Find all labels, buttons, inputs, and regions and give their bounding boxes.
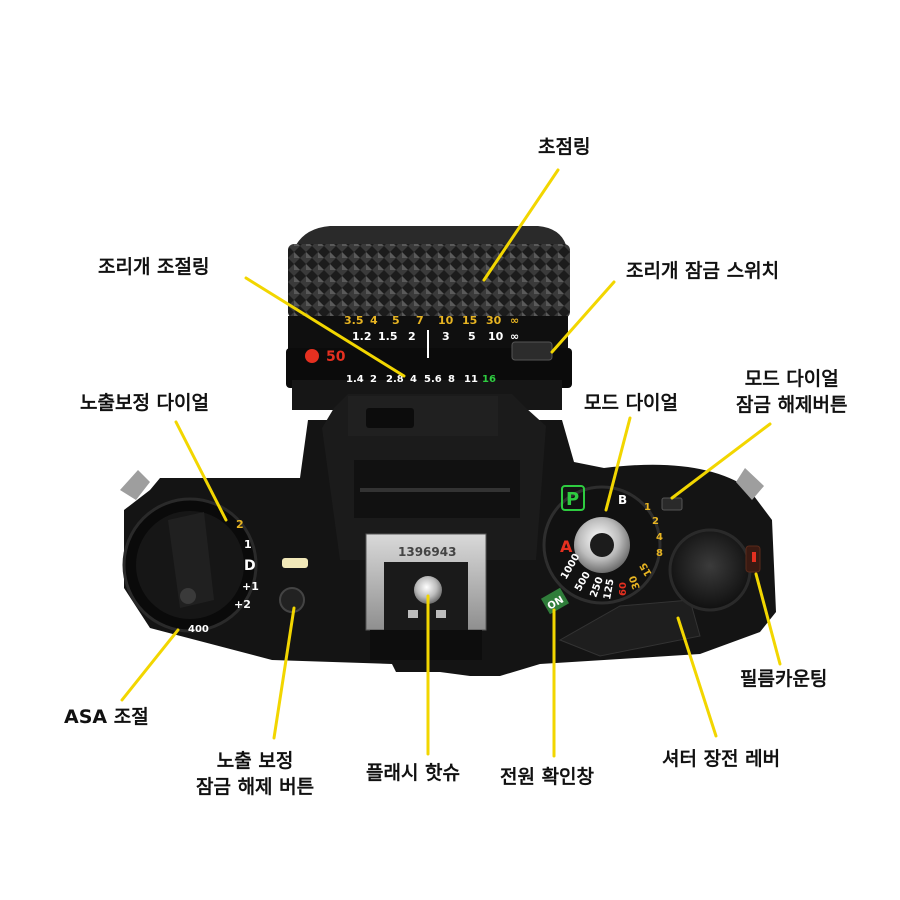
hot-shoe bbox=[365, 533, 487, 660]
shutter-speed-125: 125 bbox=[602, 578, 616, 601]
label-aperture-lock: 조리개 잠금 스위치 bbox=[626, 260, 780, 282]
shutter-speed-8: 8 bbox=[656, 548, 663, 559]
shutter-speed-1: 1 bbox=[644, 502, 651, 513]
label-exp-comp-release-line2: 잠금 해제 버튼 bbox=[196, 776, 315, 798]
leader-exposure-comp-dial bbox=[174, 420, 228, 522]
serial-number: 1396943 bbox=[398, 545, 456, 559]
aperture-mark-7: 11 bbox=[464, 374, 478, 385]
exp-comp-release-button[interactable] bbox=[279, 587, 305, 613]
aperture-mark-2: 2 bbox=[370, 374, 377, 385]
label-mode-dial-release-line1: 모드 다이얼 bbox=[744, 368, 839, 390]
mode-letter-a: A bbox=[560, 537, 573, 556]
focus-ring-knurl[interactable] bbox=[288, 244, 570, 318]
comp-mark-minus1: 1 bbox=[244, 538, 252, 551]
aperture-mark-6: 8 bbox=[448, 374, 455, 385]
leader-exp-comp-release bbox=[272, 606, 296, 740]
shutter-speed-30: 30 bbox=[628, 574, 643, 591]
distance-ft-4: 7 bbox=[416, 314, 424, 327]
distance-ft-8: ∞ bbox=[510, 314, 519, 327]
mode-letter-b: B bbox=[618, 493, 627, 507]
comp-mark-minus2: 2 bbox=[236, 518, 244, 531]
aperture-mark-5: 5.6 bbox=[424, 374, 442, 385]
shutter-release[interactable] bbox=[668, 528, 752, 612]
comp-mark-d: D bbox=[244, 558, 256, 574]
aperture-mark-3: 2.8 bbox=[386, 374, 404, 385]
leader-mode-dial bbox=[604, 416, 632, 512]
label-exp-comp-release: 노출 보정 잠금 해제 버튼 bbox=[196, 748, 314, 800]
distance-m-5: 5 bbox=[468, 330, 476, 343]
asa-value: 400 bbox=[188, 624, 209, 635]
distance-ft-6: 15 bbox=[462, 314, 477, 327]
leader-aperture-ring bbox=[244, 276, 406, 378]
distance-ft-7: 30 bbox=[486, 314, 502, 327]
distance-ft-3: 5 bbox=[392, 314, 400, 327]
leader-focus-ring bbox=[482, 168, 560, 282]
leader-aperture-lock bbox=[550, 280, 616, 354]
mode-letter-p: P bbox=[566, 489, 579, 510]
distance-ft-5: 10 bbox=[438, 314, 454, 327]
mode-dial-release-button[interactable] bbox=[661, 497, 683, 511]
advance-lever[interactable] bbox=[558, 599, 701, 657]
power-window bbox=[540, 587, 570, 615]
comp-mark-plus2: +2 bbox=[234, 598, 251, 611]
label-asa-adjust: ASA 조절 bbox=[64, 706, 149, 728]
label-advance-lever: 셔터 장전 레버 bbox=[662, 748, 781, 770]
distance-m-6: 10 bbox=[488, 330, 504, 343]
distance-m-3: 2 bbox=[408, 330, 416, 343]
label-film-counter: 필름카운팅 bbox=[740, 668, 828, 690]
aperture-mark-1: 1.4 bbox=[346, 374, 364, 385]
aperture-mark-4: 4 bbox=[410, 374, 417, 385]
distance-m-4: 3 bbox=[442, 330, 450, 343]
label-exposure-comp-dial: 노출보정 다이얼 bbox=[80, 392, 209, 414]
shutter-speed-4: 4 bbox=[656, 532, 663, 543]
shutter-speed-60: 60 bbox=[618, 582, 629, 596]
label-exp-comp-release-line1: 노출 보정 bbox=[216, 750, 294, 772]
focal-length-label: 50 bbox=[326, 349, 346, 365]
distance-m-2: 1.5 bbox=[378, 330, 398, 343]
lens bbox=[286, 226, 572, 410]
comp-mark-plus1: +1 bbox=[242, 580, 259, 593]
leader-advance-lever bbox=[676, 616, 718, 738]
lens-release-dot-icon bbox=[305, 349, 319, 363]
label-mode-dial-release: 모드 다이얼 잠금 해제버튼 bbox=[736, 366, 848, 418]
aperture-mark-8: 16 bbox=[482, 374, 496, 385]
leader-mode-dial-release bbox=[670, 422, 772, 500]
shutter-speed-2: 2 bbox=[652, 516, 659, 527]
distance-m-7: ∞ bbox=[510, 330, 519, 343]
aperture-lock-switch[interactable] bbox=[511, 341, 553, 361]
label-mode-dial-release-line2: 잠금 해제버튼 bbox=[736, 394, 848, 416]
label-focus-ring: 초점링 bbox=[538, 136, 591, 158]
mode-dial[interactable] bbox=[542, 485, 662, 605]
distance-ft-1: 3.5 bbox=[344, 314, 364, 327]
leader-film-counter bbox=[754, 572, 782, 666]
label-power-window: 전원 확인창 bbox=[500, 766, 595, 788]
exposure-comp-dial[interactable] bbox=[122, 497, 258, 633]
distance-m-1: 1.2 bbox=[352, 330, 372, 343]
label-mode-dial: 모드 다이얼 bbox=[584, 392, 679, 414]
distance-ft-2: 4 bbox=[370, 314, 378, 327]
label-aperture-ring: 조리개 조절링 bbox=[98, 256, 210, 278]
leader-lines bbox=[120, 168, 782, 758]
leader-asa bbox=[120, 628, 180, 702]
label-hot-shoe: 플래시 핫슈 bbox=[366, 762, 461, 784]
